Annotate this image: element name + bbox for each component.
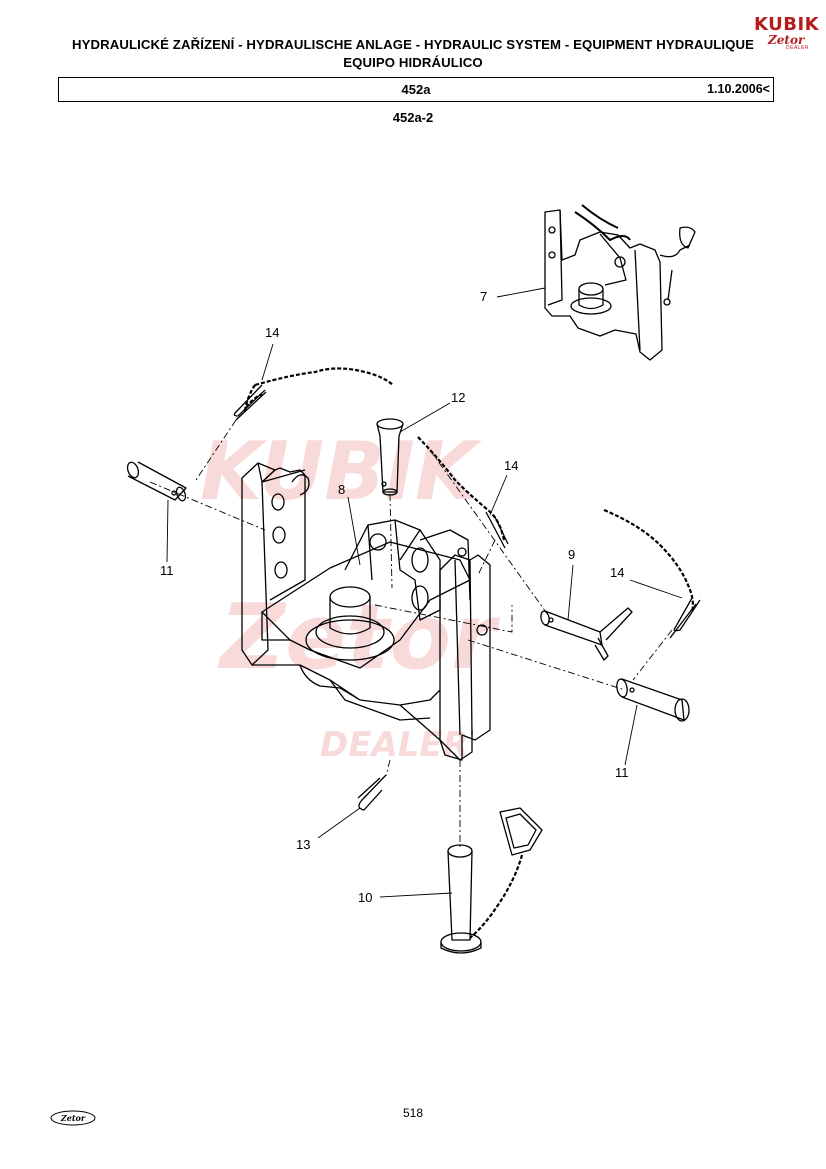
callout-8: 8	[338, 482, 346, 497]
callout-9: 9	[568, 547, 576, 562]
assembly-center-lines	[149, 419, 673, 850]
section-code: 452a	[401, 82, 431, 97]
diagram-code: 452a-2	[392, 110, 434, 125]
kubik-logo-text: KUBIK	[754, 14, 820, 35]
chain-14c-drawing	[603, 508, 694, 613]
chain-10-drawing	[469, 854, 524, 939]
callout-7: 7	[480, 289, 488, 304]
hairpin-14c-drawing	[669, 597, 701, 639]
page-number: 518	[402, 1106, 424, 1120]
zetor-logo-text: Zetor	[768, 33, 805, 47]
hairpin-14b-drawing	[485, 511, 509, 549]
zetor-footer-logo-text: Zetor	[60, 1113, 86, 1123]
dealer-logo-text: DEALER	[786, 45, 810, 51]
hairpin-14a-drawing	[233, 384, 267, 421]
callout-11-left: 11	[160, 563, 174, 578]
callout-14-middle: 14	[504, 458, 519, 473]
clip-13-drawing	[357, 774, 387, 811]
callout-leaders	[166, 287, 683, 898]
callout-14-top: 14	[265, 325, 280, 340]
pin-11-left-drawing	[126, 461, 187, 502]
pin-12-drawing	[376, 418, 404, 496]
page-title: HYDRAULICKÉ ZAŘÍZENÍ - HYDRAULISCHE ANLA…	[40, 36, 786, 72]
callout-11-right: 11	[615, 765, 629, 780]
callout-14-right: 14	[610, 565, 625, 580]
callout-13: 13	[296, 837, 311, 852]
kubik-dealer-logo: KUBIK Zetor DEALER	[754, 14, 820, 51]
zetor-footer-logo-badge: Zetor	[50, 1110, 96, 1126]
assembled-hitch-drawing	[544, 204, 696, 361]
callout-10: 10	[358, 890, 373, 905]
pin-11-right-drawing	[616, 678, 690, 722]
chain-14a-drawing	[243, 367, 394, 412]
pin-10-drawing	[440, 807, 543, 954]
watermark-kubik-text: KUBIK	[200, 425, 477, 518]
title-line-1: HYDRAULICKÉ ZAŘÍZENÍ - HYDRAULISCHE ANLA…	[71, 37, 755, 52]
watermark-dealer-text: DEALER	[320, 725, 469, 765]
hitch-body-drawing	[241, 462, 491, 761]
section-date: 1.10.2006<	[707, 82, 770, 96]
zetor-footer-logo: Zetor	[50, 1110, 96, 1131]
pin-9-drawing	[540, 607, 633, 661]
callout-12: 12	[451, 390, 466, 405]
chain-14b-drawing	[417, 436, 506, 541]
section-header-box: 452a 1.10.2006<	[58, 77, 774, 102]
title-line-2: EQUIPO HIDRÁULICO	[343, 55, 483, 70]
